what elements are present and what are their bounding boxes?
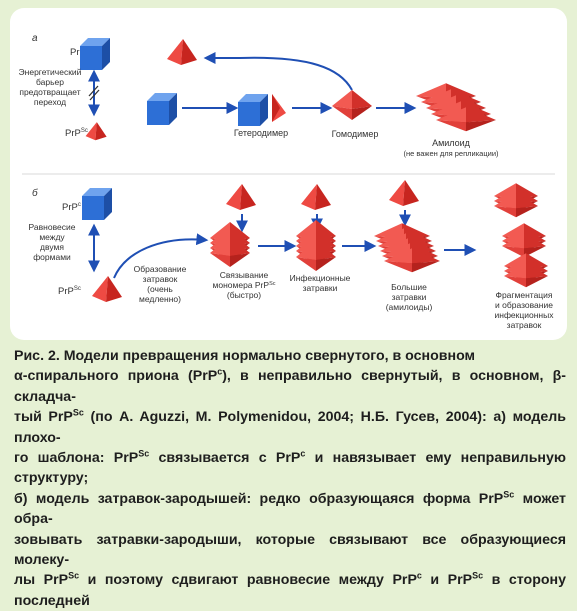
panel-b-prpc-cube [82,188,112,220]
svg-text:затравки: затравки [392,292,427,302]
caption-line-4: го шаблона: PrPSc связывается с PrPc и н… [14,448,566,487]
svg-text:формами: формами [33,252,71,262]
svg-text:Связывание: Связывание [220,270,269,280]
barrier-label: Энергетический барьер предотвращает пере… [19,67,82,107]
svg-text:предотвращает: предотвращает [19,87,80,97]
monomer-binding-label: Связывание мономера PrPSc (быстро) [213,270,276,300]
diagram-figure: а PrPc Энергетический барьер предотвраща… [10,8,567,340]
diagram-canvas: а PrPc Энергетический барьер предотвраща… [19,33,555,330]
monomer-pyramid [226,184,256,210]
amyloid-stack [416,83,496,132]
svg-text:(быстро): (быстро) [227,290,261,300]
caption-line-1: Рис. 2. Модели превращения нормально све… [14,348,476,364]
svg-text:медленно): медленно) [139,294,181,304]
caption-line-3: тый PrPSc (по A. Aguzzi, M. Polymenidou,… [14,407,566,446]
seed-stack [210,222,250,267]
infectious-seeds-stack [296,220,336,271]
large-seeds-label: Большие затравки (амилоиды) [386,282,433,312]
homodimer-shape [332,90,372,120]
panel-b-prpsc-label: PrPSc [58,286,81,297]
heterodimer-shape [238,94,286,126]
monomer-pyramid-2 [301,184,331,210]
svg-text:Фрагментация: Фрагментация [495,290,552,300]
svg-text:(амилоиды): (амилоиды) [386,302,433,312]
arrow-seed-formation [113,233,209,279]
svg-text:затравок: затравок [507,320,542,330]
figure-caption: Рис. 2. Модели превращения нормально све… [14,346,566,611]
fragment-stack-bottom [504,253,548,288]
svg-text:барьер: барьер [36,77,64,87]
panel-b-prpsc-pyramid [92,276,122,302]
pyramid-input-a [167,39,197,65]
svg-text:(очень: (очень [147,284,173,294]
seed-formation-label: Образование затравок (очень медленно) [134,264,187,304]
fragment-stack-top [494,183,538,218]
caption-line-7: лы PrPSc и поэтому сдвигают равновесие м… [14,570,566,609]
svg-text:Образование: Образование [134,264,187,274]
svg-text:затравок: затравок [143,274,178,284]
panel-b-prpc-label: PrPc [62,202,81,213]
cube-input-a [147,93,177,125]
equilibrium-label: Равновесие между двумя формами [29,222,76,262]
heterodimer-label: Гетеродимер [234,128,288,138]
large-seeds-stack [374,223,440,273]
infectious-seeds-label: Инфекционные затравки [290,273,351,293]
svg-text:двумя: двумя [40,242,64,252]
svg-text:переход: переход [34,97,66,107]
panel-a-letter: а [32,33,38,44]
svg-text:затравки: затравки [303,283,338,293]
panel-a-prpsc-label: PrPSc [65,128,88,139]
fragment-stack-middle [502,223,546,258]
svg-text:инфекционных: инфекционных [495,310,555,320]
svg-text:между: между [39,232,65,242]
homodimer-label: Гомодимер [332,129,379,139]
prpsc-small-pyramid [85,122,107,141]
svg-text:Инфекционные: Инфекционные [290,273,351,283]
svg-text:Равновесие: Равновесие [29,222,76,232]
panel-b-letter: б [32,187,38,199]
monomer-pyramid-3 [389,180,419,206]
arrow-recycle-to-pyramid [203,52,353,91]
caption-line-2: α-спирального приона (PrPc), в неправиль… [14,366,566,405]
fragmentation-label: Фрагментация и образование инфекционных … [495,290,555,330]
svg-text:и образование: и образование [495,300,553,310]
svg-text:Большие: Большие [391,282,427,292]
svg-text:Энергетический: Энергетический [19,67,82,77]
caption-line-6: зовывать затравки-зародыши, которые связ… [14,531,566,569]
amyloid-label: Амилоид [432,138,471,148]
barrier-slash [88,85,99,97]
amyloid-note: (не важен для репликации) [403,149,499,158]
caption-line-5: б) модель затравок-зародышей: редко обра… [14,489,566,528]
svg-text:мономера PrPSc: мономера PrPSc [213,280,276,290]
prpc-cube [80,38,110,70]
